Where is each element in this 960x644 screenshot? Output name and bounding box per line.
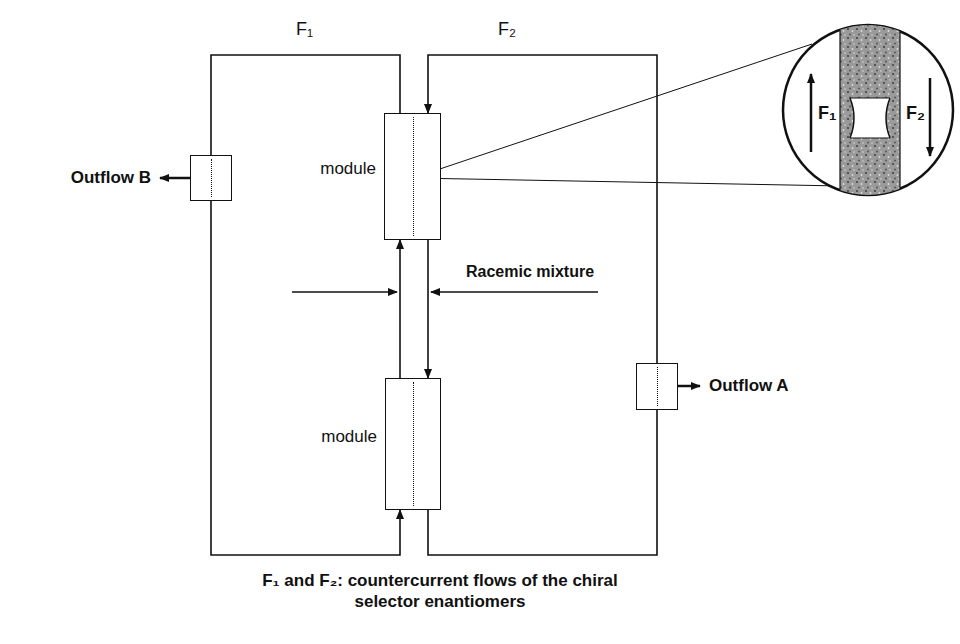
caption: F₁ and F₂: countercurrent flows of the c… bbox=[262, 570, 618, 613]
flow-label: F₂ bbox=[498, 20, 516, 40]
outflow-label: Outflow B bbox=[71, 169, 151, 188]
feed-label: Racemic mixture bbox=[466, 263, 594, 281]
flow-line bbox=[428, 410, 657, 555]
module-label: module bbox=[320, 160, 376, 179]
flow-arrow bbox=[810, 74, 813, 152]
module-label: module bbox=[321, 428, 377, 447]
outflow-arrow bbox=[678, 385, 700, 388]
module-box: module bbox=[384, 113, 441, 240]
outflow-box: Outflow B bbox=[190, 155, 232, 201]
flow-label: F₁ bbox=[818, 104, 836, 124]
membrane-line bbox=[211, 159, 212, 197]
membrane-line bbox=[657, 367, 658, 406]
flow-label: F₂ bbox=[906, 104, 925, 124]
membrane bbox=[840, 20, 900, 200]
feed-arrow bbox=[292, 291, 397, 293]
membrane-line bbox=[413, 117, 414, 236]
outflow-arrow bbox=[160, 177, 190, 180]
flow-line bbox=[399, 240, 401, 378]
feed-arrow bbox=[431, 291, 598, 293]
flow-line bbox=[211, 55, 400, 155]
outflow-label: Outflow A bbox=[709, 377, 789, 396]
zoom-line bbox=[413, 178, 842, 186]
module-box: module bbox=[385, 378, 441, 510]
flow-line bbox=[428, 55, 657, 363]
flow-arrow bbox=[929, 78, 932, 156]
zoom-line bbox=[413, 44, 812, 178]
outflow-box: Outflow A bbox=[636, 363, 678, 410]
membrane-line bbox=[413, 382, 414, 506]
flow-label: F₁ bbox=[296, 20, 313, 40]
flow-line bbox=[427, 240, 429, 378]
flow-line bbox=[211, 201, 400, 555]
